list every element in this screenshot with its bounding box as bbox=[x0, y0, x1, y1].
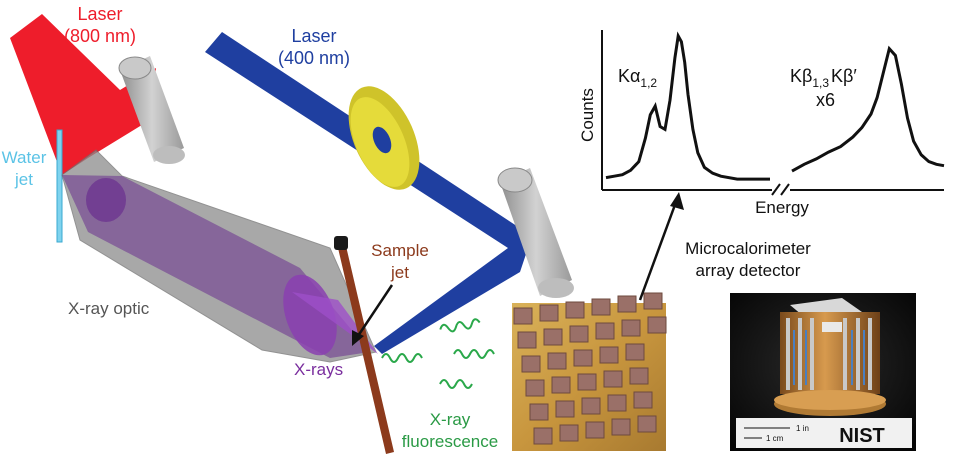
xrays-label: X-rays bbox=[294, 360, 343, 379]
detector-pixel bbox=[643, 292, 663, 310]
fluorescence-waves bbox=[381, 318, 495, 389]
detector-pixel bbox=[585, 421, 605, 439]
red-laser-label: Laser bbox=[77, 4, 122, 24]
detector-pixel bbox=[611, 418, 631, 436]
detector-pixel bbox=[529, 403, 549, 421]
red-laser-beam bbox=[10, 14, 156, 175]
fluorescence-label: X-ray bbox=[430, 410, 471, 429]
detector-pixel bbox=[625, 343, 645, 361]
pixel-array bbox=[513, 292, 667, 445]
detector-pixel bbox=[577, 373, 597, 391]
detector-pixel bbox=[559, 424, 579, 442]
detector-pixel bbox=[607, 394, 627, 412]
x-axis-label: Energy bbox=[755, 198, 809, 217]
detector-pixel bbox=[633, 391, 653, 409]
detector-pixel bbox=[599, 346, 619, 364]
detector-pixel bbox=[525, 379, 545, 397]
mirror-2 bbox=[497, 167, 574, 298]
detector-pixel bbox=[621, 319, 641, 337]
detector-pixel bbox=[543, 328, 563, 346]
detector-chip-image bbox=[512, 292, 667, 451]
blue-laser-wavelength: (400 nm) bbox=[278, 48, 350, 68]
xray-optic bbox=[61, 149, 378, 363]
detector-arrow bbox=[638, 192, 684, 301]
detector-pixel bbox=[637, 415, 657, 433]
detector-pixel bbox=[547, 352, 567, 370]
series-line-kbeta bbox=[791, 45, 945, 173]
detector-pixel bbox=[555, 400, 575, 418]
sample-jet bbox=[334, 236, 394, 454]
blue-laser-label: Laser bbox=[291, 26, 336, 46]
detector-pixel bbox=[539, 304, 559, 322]
sample-jet-arrow bbox=[352, 284, 394, 346]
kalpha-label: Kα1,2 bbox=[618, 66, 657, 90]
detector-pixel bbox=[647, 316, 667, 334]
water-jet bbox=[56, 129, 63, 243]
water-jet-label-2: jet bbox=[14, 170, 33, 189]
kbeta-scale-label: x6 bbox=[816, 90, 835, 110]
axis-break bbox=[771, 183, 790, 196]
detector-pixel bbox=[521, 355, 541, 373]
scale-in-label: 1 in bbox=[796, 424, 809, 433]
series-line-kalpha bbox=[605, 31, 770, 181]
y-axis-label: Counts bbox=[578, 88, 597, 142]
detector-pixel bbox=[581, 397, 601, 415]
detector-pixel bbox=[603, 370, 623, 388]
device-photo: 1 in 1 cm NIST bbox=[730, 293, 916, 451]
detector-label: Microcalorimeter bbox=[685, 239, 811, 258]
water-jet-label: Water bbox=[2, 148, 47, 167]
detector-pixel bbox=[595, 322, 615, 340]
detector-pixel bbox=[591, 298, 611, 316]
nist-logo: NIST bbox=[839, 425, 885, 447]
detector-pixel bbox=[551, 376, 571, 394]
detector-pixel bbox=[629, 367, 649, 385]
detector-pixel bbox=[517, 331, 537, 349]
filter-disk bbox=[348, 86, 420, 190]
mirror-1 bbox=[118, 56, 185, 164]
detector-label-2: array detector bbox=[696, 261, 801, 280]
blue-laser-beam bbox=[205, 32, 532, 354]
sample-jet-label-2: jet bbox=[390, 263, 409, 282]
detector-pixel bbox=[533, 427, 553, 445]
fluorescence-label-2: fluorescence bbox=[402, 432, 498, 451]
detector-pixel bbox=[513, 307, 533, 325]
sample-jet-label: Sample bbox=[371, 241, 429, 260]
detector-pixel bbox=[617, 295, 637, 313]
scale-cm-label: 1 cm bbox=[766, 434, 784, 443]
detector-pixel bbox=[565, 301, 585, 319]
detector-pixel bbox=[569, 325, 589, 343]
xray-optic-label: X-ray optic bbox=[68, 299, 150, 318]
red-laser-wavelength: (800 nm) bbox=[64, 26, 136, 46]
detector-pixel bbox=[573, 349, 593, 367]
